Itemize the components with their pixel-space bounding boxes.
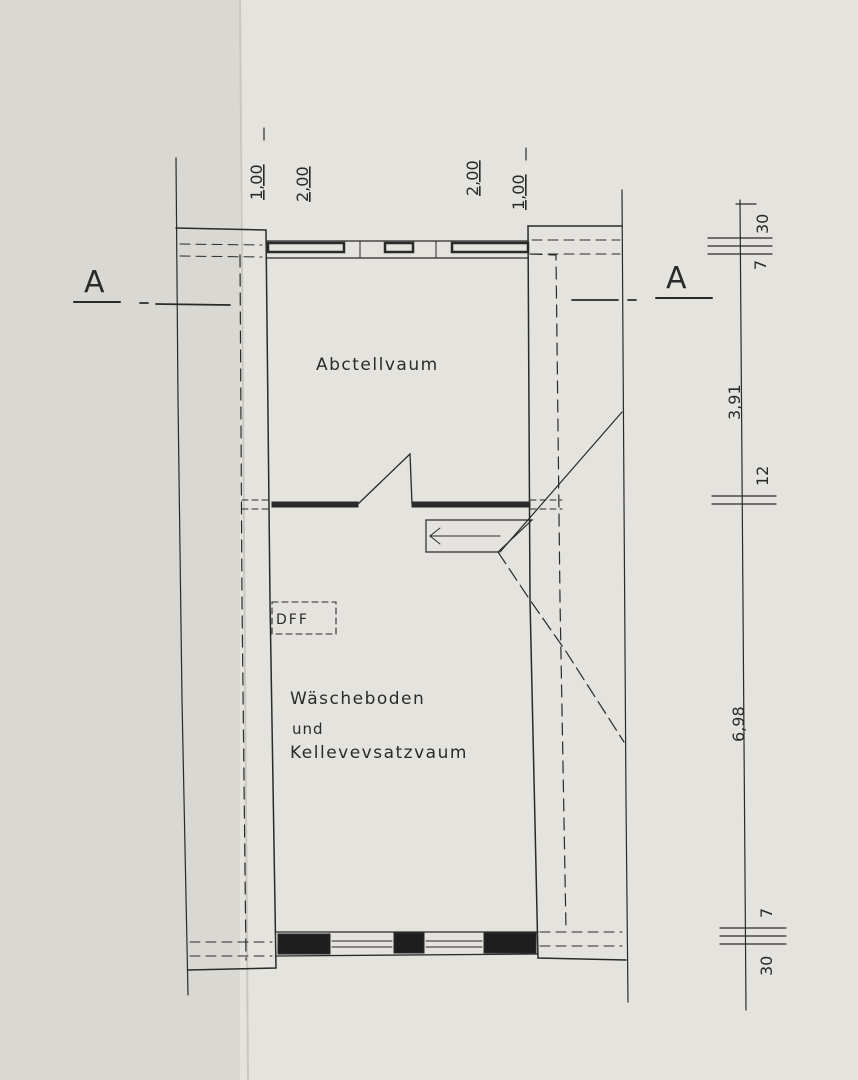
stair-line-lower (497, 551, 625, 743)
bottom-pillar-right (483, 932, 537, 954)
room-label-upper: Abctellvaum (316, 355, 439, 375)
dim-right-30-top: 30 (753, 214, 772, 234)
room-label-lower-2: und (292, 720, 324, 738)
room-label-lower-1: Wäscheboden (290, 689, 425, 709)
dim-right-7-bottom: 7 (757, 908, 776, 918)
dim-right-30-bottom: 30 (757, 956, 776, 976)
top-window-left (266, 241, 346, 254)
dff-label: DFF (276, 612, 309, 628)
paper-fold-line (239, 0, 249, 1080)
paper-left-fold (0, 0, 240, 1080)
left-wall-dash-top1 (179, 243, 263, 246)
dim-top-1: 1,00 (247, 164, 266, 200)
right-boundary-line (621, 189, 629, 1003)
door-swing (357, 452, 413, 505)
bottom-pillar-left (277, 933, 331, 955)
dim-top-3: 2,00 (463, 160, 482, 196)
top-window-right (450, 241, 530, 254)
dim-right-391: 3,91 (725, 384, 744, 420)
left-wall-dashed (239, 254, 247, 961)
top-window-middle (383, 241, 415, 254)
dim-line-vertical (739, 199, 747, 1011)
dff-box (271, 601, 337, 635)
dim-right-7-top: 7 (751, 260, 770, 270)
dim-right-698: 6,98 (729, 706, 748, 742)
bottom-wall-line2 (275, 953, 539, 957)
left-wall-dash-top2 (179, 255, 263, 258)
right-wall-inner (529, 253, 567, 931)
dim-right-12: 12 (753, 466, 772, 486)
section-line-left-dash (139, 302, 231, 306)
section-mark-right: A (666, 261, 687, 296)
partition-wall-left (271, 501, 359, 508)
dim-top-2: 2,00 (293, 166, 312, 202)
section-mark-left: A (84, 265, 105, 300)
dim-top-4: 1,00 (509, 174, 528, 210)
stair-arrow-head (429, 527, 441, 545)
partition-wall-right (411, 501, 531, 508)
stair-line-upper (499, 411, 623, 553)
left-boundary-line (175, 157, 189, 996)
room-label-lower-3: Kellevevsatzvaum (290, 743, 468, 763)
bottom-pillar-middle (393, 932, 425, 954)
left-wall (175, 227, 277, 971)
right-wall (527, 225, 627, 961)
